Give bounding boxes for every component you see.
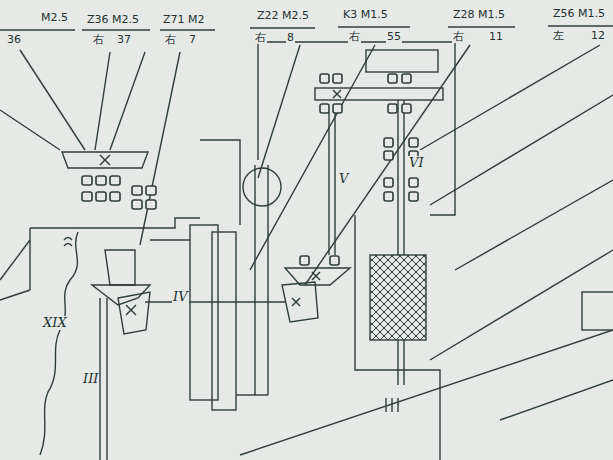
gear-spec: 左: [552, 30, 565, 42]
gear-spec: M2.5: [40, 12, 69, 24]
gear-spec: Z71 M2: [162, 14, 206, 26]
gear-spec: 右: [164, 34, 177, 46]
gear-spec: 37: [116, 34, 132, 46]
gear-spec: 右: [254, 32, 267, 44]
gear-spec: Z22 M2.5: [256, 10, 310, 22]
gear-spec: 8: [286, 32, 295, 44]
gear-spec: Z56 M1.5: [552, 8, 606, 20]
gear-spec: 36: [6, 34, 22, 46]
shaft-number: XIX: [42, 316, 68, 330]
gear-spec: 右: [348, 31, 361, 43]
gear-spec: 右: [92, 34, 105, 46]
gear-spec: 右: [452, 31, 465, 43]
gear-spec: 7: [188, 34, 197, 46]
gear-spec: Z36 M2.5: [86, 14, 140, 26]
gear-spec: Z28 M1.5: [452, 9, 506, 21]
shaft-number: VI: [408, 156, 425, 170]
shaft-number: III: [82, 372, 99, 386]
gear-spec: K3 M1.5: [342, 9, 389, 21]
shaft-number: IV: [172, 290, 189, 304]
gear-spec: 55: [386, 31, 402, 43]
gear-spec: 11: [488, 31, 504, 43]
shaft-number: V: [338, 172, 349, 186]
gear-spec: 12: [590, 30, 606, 42]
